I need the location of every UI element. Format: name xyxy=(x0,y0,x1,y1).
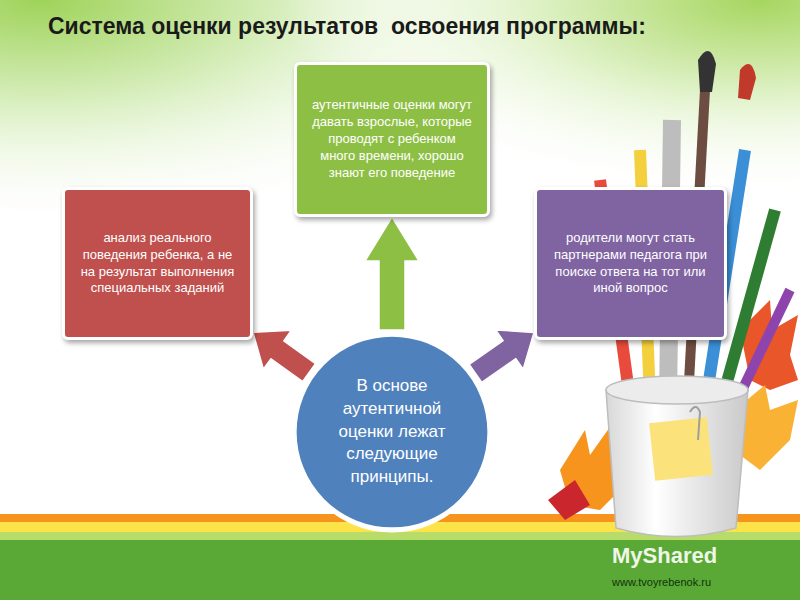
node-text: родители могут стать партнерами педагога… xyxy=(549,230,712,298)
principle-box: анализ реального поведения ребенка, а не… xyxy=(62,187,253,340)
watermark-url: www.tvoyrebenok.ru xyxy=(612,576,711,588)
block-arrow xyxy=(365,217,419,330)
node-text: В основе аутентичной оценки лежат следую… xyxy=(317,375,467,490)
node-text: анализ реального поведения ребенка, а не… xyxy=(77,230,238,298)
text-group: родители могут стать партнерами педагога… xyxy=(549,230,712,298)
text-group: В основе аутентичной оценки лежат следую… xyxy=(317,375,467,490)
circle-shape xyxy=(294,334,490,530)
title: Система оценки результатов освоения прог… xyxy=(48,12,768,42)
text-group: аутентичные оценки могут давать взрослые… xyxy=(309,97,475,181)
block-arrow xyxy=(253,330,316,381)
center-circle: В основе аутентичной оценки лежат следую… xyxy=(290,330,494,534)
block-arrow xyxy=(469,330,534,383)
node-text: аутентичные оценки могут давать взрослые… xyxy=(309,97,475,181)
principle-box: аутентичные оценки могут давать взрослые… xyxy=(294,62,490,217)
text-group: анализ реального поведения ребенка, а не… xyxy=(77,230,238,298)
watermark: MyShared xyxy=(612,543,717,569)
principle-box: родители могут стать партнерами педагога… xyxy=(534,187,727,340)
